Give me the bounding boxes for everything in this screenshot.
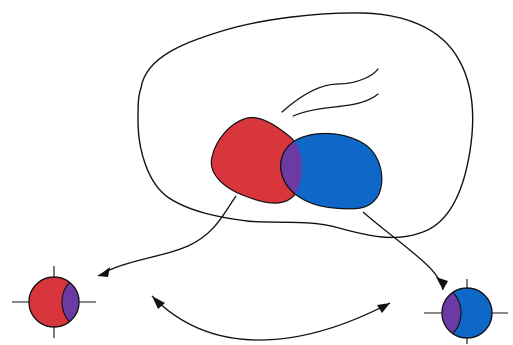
right-mapping-arrowhead xyxy=(436,277,448,290)
left-mapping-arrow-line xyxy=(98,196,236,276)
handle-lower-curve xyxy=(293,94,378,116)
manifold-outline xyxy=(138,13,473,238)
handle-upper-curve xyxy=(282,69,378,112)
transition-map-right-arrowhead xyxy=(377,303,390,313)
right-mapping-arrow-line xyxy=(363,212,443,290)
left-mapping-arrowhead xyxy=(98,267,110,277)
transition-map-arrow-line xyxy=(152,296,390,340)
